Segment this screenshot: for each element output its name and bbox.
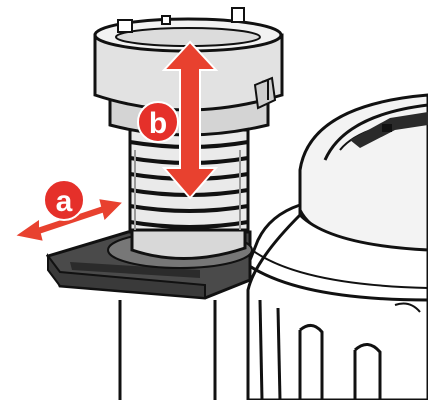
b-arrow-icon	[161, 40, 219, 200]
label-b: b	[149, 107, 167, 140]
label-a: a	[56, 185, 73, 218]
label-b-badge: b	[137, 101, 179, 143]
container-body	[246, 93, 428, 400]
label-a-badge: a	[43, 179, 85, 221]
filter-tray	[45, 230, 253, 400]
